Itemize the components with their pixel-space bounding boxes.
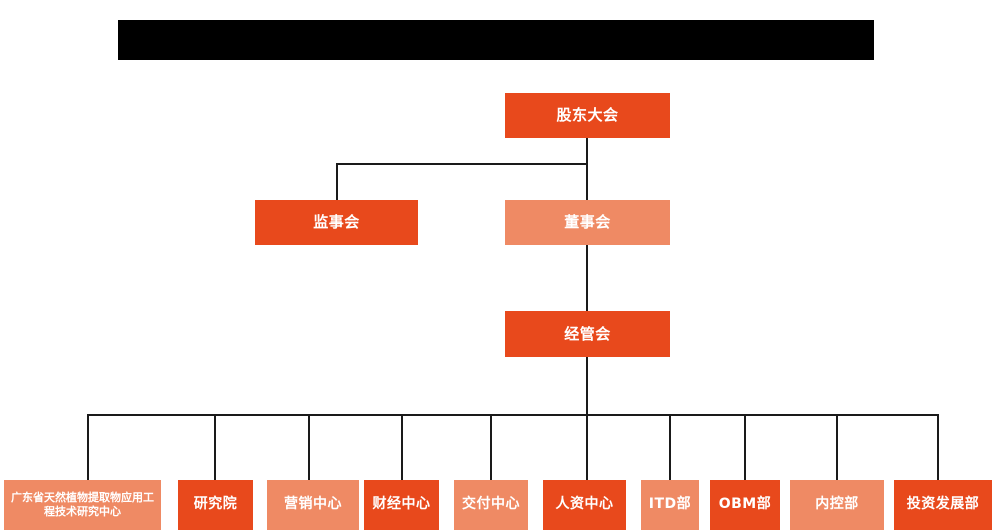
- org-node-label: 广东省天然植物提取物应用工程技术研究中心: [11, 491, 154, 518]
- org-node-supervisors[interactable]: 监事会: [255, 200, 418, 245]
- connector-drop-itd: [669, 414, 671, 480]
- connector-directors-stem: [586, 245, 588, 311]
- connector-department-bus: [87, 414, 938, 416]
- connector-drop-obm: [744, 414, 746, 480]
- org-node-label: 研究院: [193, 496, 238, 513]
- org-node-label: 监事会: [313, 213, 360, 232]
- org-node-label: 人资中心: [555, 496, 614, 513]
- redacted-title-bar: [118, 20, 874, 60]
- org-node-investment[interactable]: 投资发展部: [894, 480, 992, 530]
- org-node-label: 经管会: [564, 324, 611, 343]
- org-node-label: 股东大会: [556, 106, 619, 125]
- org-node-eng-center[interactable]: 广东省天然植物提取物应用工程技术研究中心: [4, 480, 161, 530]
- connector-drop-eng-center: [87, 414, 89, 480]
- org-node-internal-ctrl[interactable]: 内控部: [790, 480, 884, 530]
- org-node-shareholders[interactable]: 股东大会: [505, 93, 670, 138]
- org-node-itd[interactable]: ITD部: [641, 480, 699, 530]
- org-node-institute[interactable]: 研究院: [178, 480, 253, 530]
- connector-drop-delivery: [490, 414, 492, 480]
- org-node-marketing[interactable]: 营销中心: [267, 480, 359, 530]
- connector-drop-institute: [214, 414, 216, 480]
- org-node-label: OBM部: [718, 496, 772, 513]
- org-node-label: 内控部: [815, 496, 859, 513]
- org-node-obm[interactable]: OBM部: [710, 480, 780, 530]
- connector-drop-internal-ctrl: [836, 414, 838, 480]
- org-node-finance[interactable]: 财经中心: [364, 480, 439, 530]
- org-node-label: ITD部: [648, 496, 692, 513]
- connector-supervisors-drop: [336, 163, 338, 201]
- org-node-directors[interactable]: 董事会: [505, 200, 670, 245]
- org-node-management[interactable]: 经管会: [505, 311, 670, 357]
- org-node-label: 交付中心: [462, 496, 520, 513]
- org-node-delivery[interactable]: 交付中心: [454, 480, 528, 530]
- connector-drop-hr: [586, 414, 588, 480]
- org-node-hr[interactable]: 人资中心: [543, 480, 626, 530]
- connector-supervisors-branch-h: [336, 163, 587, 165]
- connector-drop-marketing: [308, 414, 310, 480]
- connector-drop-finance: [401, 414, 403, 480]
- connector-drop-investment: [937, 414, 939, 480]
- org-node-label: 投资发展部: [906, 496, 980, 513]
- connector-shareholders-stem: [586, 138, 588, 200]
- org-node-label: 营销中心: [284, 496, 342, 513]
- org-node-label: 财经中心: [372, 496, 431, 513]
- org-node-label: 董事会: [564, 213, 611, 232]
